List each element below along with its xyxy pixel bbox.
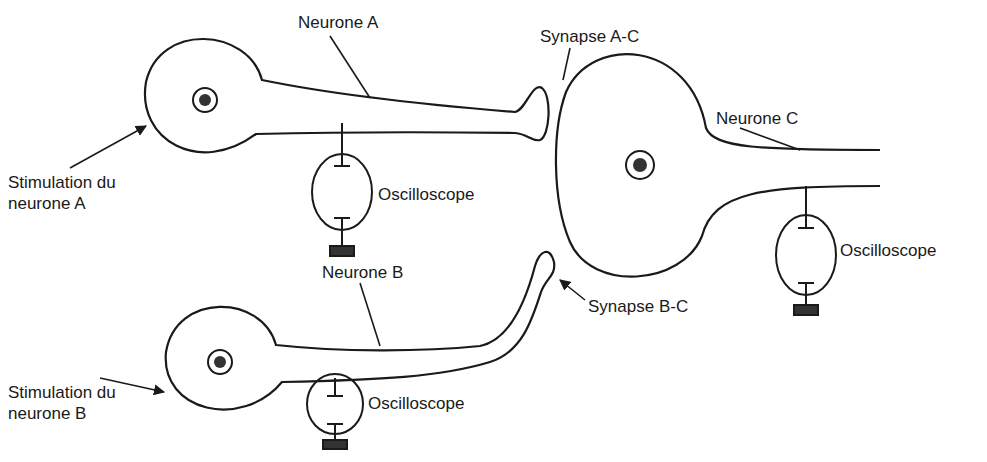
instrument-label: Oscilloscope <box>840 240 936 261</box>
nucleus <box>626 151 654 179</box>
part-label: Neurone C <box>716 108 798 129</box>
neuron-b <box>166 252 555 410</box>
oscilloscope <box>307 374 363 449</box>
part-label: Neurone B <box>322 262 403 283</box>
part-label: Neurone A <box>298 12 378 33</box>
leader-line <box>70 36 800 392</box>
oscilloscope <box>776 186 836 315</box>
neuron-c <box>556 54 880 277</box>
oscilloscope <box>312 123 372 256</box>
stimulus-label: Stimulation du neurone A <box>8 172 148 215</box>
stimulus-label: Stimulation du neurone B <box>8 382 148 425</box>
neuron-a <box>145 39 549 152</box>
instrument-label: Oscilloscope <box>378 184 474 205</box>
nucleus <box>193 88 217 112</box>
nucleus <box>208 350 232 374</box>
instrument-label: Oscilloscope <box>368 393 464 414</box>
part-label: Synapse A-C <box>540 26 639 47</box>
part-label: Synapse B-C <box>588 296 688 317</box>
